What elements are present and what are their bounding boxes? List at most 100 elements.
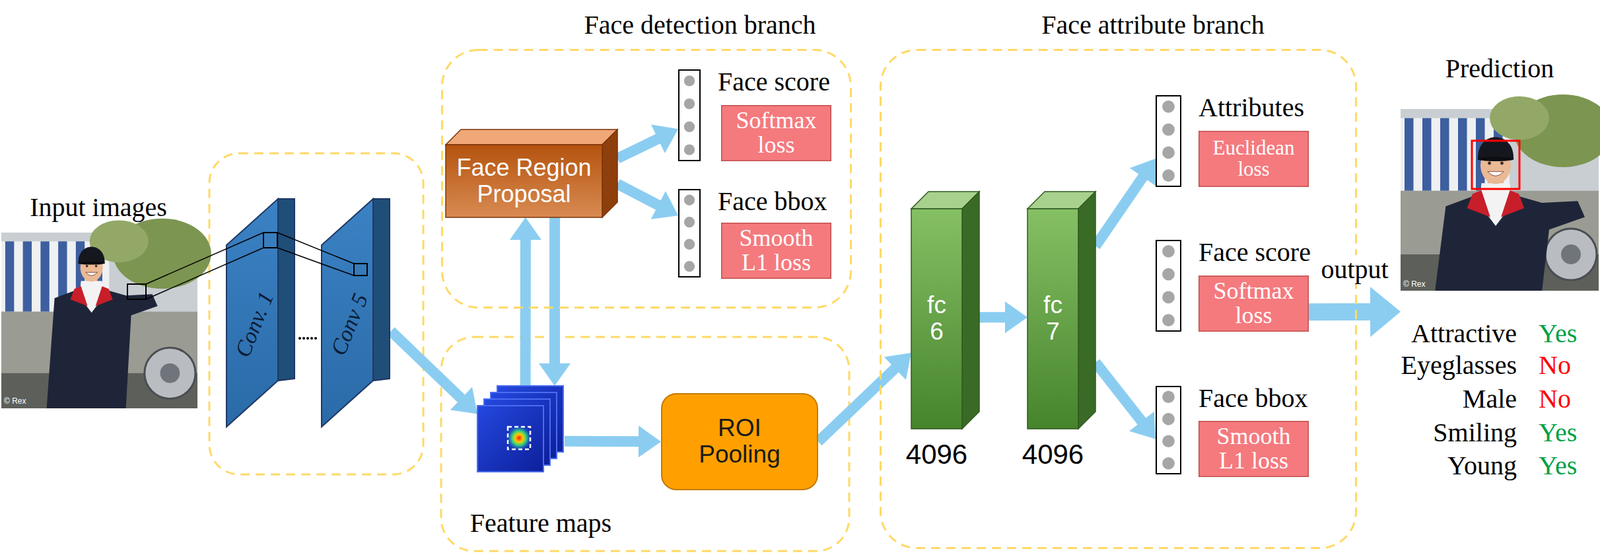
arrow-shaft [390,330,463,399]
box-label: ROI Pooling [690,414,790,469]
vector-element [684,260,695,272]
layer-label: fc 7 [1038,291,1068,346]
text-slot: Face score [1198,237,1311,267]
edge-label: output [1318,254,1391,284]
vector-element [1162,146,1175,160]
vector-element [684,216,695,228]
loss-label: Smooth L1 loss [1210,423,1297,475]
vector-element [1162,244,1175,258]
text-slot: Yes [1538,318,1577,348]
projection-line [145,232,264,284]
vector-element [1162,169,1175,182]
vector-element [1162,291,1175,304]
group-outline [442,50,852,308]
machine-hub [160,363,181,383]
vector-heading: Face score [717,67,831,97]
attribute-value: No [1538,384,1571,414]
node-shape [1155,385,1182,475]
wall-stripe [5,241,14,312]
watermark: © Rex [3,396,27,406]
loss-label: Smooth L1 loss [732,225,820,277]
tree [1489,96,1550,140]
arrow-shaft [549,217,560,365]
arrow-head [1370,286,1401,337]
loss-label: Euclidean loss [1210,137,1297,181]
loss-box: Smooth L1 loss [1198,420,1309,477]
branch-heading: Face attribute branch [1041,10,1265,40]
loss-fill [1199,421,1309,477]
helmet [78,246,105,263]
branch-group: Face Region Proposal Face scoreSoftmax lo… [441,48,852,309]
projection-line [277,232,354,264]
attribute-value: No [1538,350,1571,380]
vector-element [1162,313,1175,327]
arrow-head [651,190,679,220]
loss-label: Softmax loss [732,108,820,159]
projection-line [145,247,264,300]
layer-size: 4096 [1022,439,1084,470]
vector-frame [678,69,700,161]
arrow-shaft [617,183,660,206]
text-slot: Young [1447,451,1517,481]
loss-fill [721,105,832,162]
vector-element [684,194,695,206]
layer-size: 4096 [905,439,968,470]
arrow-shaft [520,238,531,386]
loss-fill [1199,276,1309,332]
vector-heading: Face bbox [1198,383,1309,413]
text-slot: Smiling [1432,417,1517,448]
loss-box: Smooth L1 loss [721,222,832,279]
arrow-head [509,217,542,240]
receptive-field [263,232,278,248]
smile [1487,171,1504,177]
smile [85,272,98,276]
flow-arrow [617,124,679,159]
vector-heading: Face bbox [717,186,828,216]
helmet-brim [77,261,105,265]
vector-heading: Face score [1198,237,1311,267]
slab-side [373,198,390,381]
proposal-box: Face Region Proposal [445,129,618,218]
node-shape [1155,239,1182,332]
text-slot: Smooth L1 loss [732,225,820,277]
slab-side [278,198,295,381]
vector-element [1162,434,1175,448]
watermark: © Rex [1403,279,1426,289]
machine-hub [1561,244,1581,265]
loss-box: Softmax loss [1198,275,1309,332]
attribute-value: Yes [1538,417,1577,448]
eye [1500,161,1504,166]
node-shape [1155,95,1182,187]
roi-marker [507,426,531,450]
box-front [445,144,603,218]
dot [314,336,317,340]
vector-element [1162,412,1175,426]
vector-element [1162,123,1175,137]
collar [70,285,88,306]
text-slot: fc 6 [922,291,952,346]
machine [1545,228,1597,280]
receptive-field [127,283,146,300]
input-photo [1,218,212,409]
prediction-photo [1400,94,1600,291]
text-slot: Eyeglasses [1400,350,1517,380]
vector-element [684,75,695,86]
arrow-shaft [979,311,1007,323]
text-slot: Face Region Proposal [449,154,600,207]
flow-arrow [979,301,1028,333]
text-slot: Input images [29,192,168,222]
dot [306,336,310,340]
vector-frame [1156,95,1181,187]
jacket [46,289,158,409]
loss-box: Euclidean loss [1198,130,1309,187]
flow-arrow [617,183,679,219]
text-slot: output [1318,254,1391,284]
text-slot: Attributes [1198,93,1305,123]
branch-group: fc 6 4096 fc 7 4096 AttributesEuclidean loss… [879,48,1357,549]
attribute-value: Yes [1538,318,1577,348]
vector-element [684,121,695,133]
arrow-head [884,352,912,380]
vector-element [684,143,695,155]
text-slot: ROI Pooling [690,414,790,469]
dot [298,336,302,340]
